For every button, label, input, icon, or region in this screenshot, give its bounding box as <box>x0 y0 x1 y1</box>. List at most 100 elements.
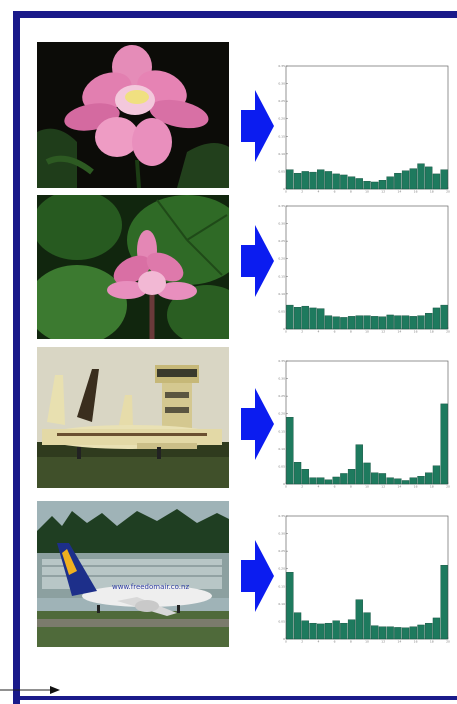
histogram-bar <box>432 307 441 330</box>
histogram-bar <box>286 572 294 640</box>
y-tick-label: 0.10 <box>278 602 285 606</box>
x-tick-label: 18 <box>430 330 434 334</box>
histogram-bar <box>417 624 425 640</box>
histogram-bar <box>401 170 410 190</box>
histogram-bar <box>371 181 379 190</box>
x-tick-label: 6 <box>334 485 336 489</box>
histogram-bar <box>425 622 433 640</box>
x-tick-label: 10 <box>365 640 369 644</box>
histogram-bar <box>386 477 394 485</box>
histogram-bar <box>363 315 371 330</box>
y-tick-label: 0.05 <box>278 169 285 173</box>
histogram-bar <box>401 627 410 640</box>
histogram-bar <box>324 171 333 190</box>
x-tick-label: 4 <box>317 190 319 194</box>
histogram-bar <box>340 473 348 485</box>
histogram-bar <box>401 480 410 485</box>
x-tick-label: 14 <box>397 485 401 489</box>
histogram-bar <box>363 612 371 640</box>
x-tick-label: 12 <box>381 485 385 489</box>
histogram-bar <box>286 304 294 330</box>
x-tick-label: 4 <box>317 640 319 644</box>
x-tick-label: 10 <box>365 485 369 489</box>
x-tick-label: 18 <box>430 640 434 644</box>
histogram-bar <box>417 476 425 485</box>
histogram-bar <box>371 625 379 640</box>
x-tick-label: 12 <box>381 190 385 194</box>
histogram-bar <box>425 472 433 485</box>
histogram-bar <box>293 172 302 190</box>
right-arrow-icon <box>241 540 274 612</box>
y-tick-label: 0.10 <box>278 152 285 156</box>
y-tick-label: 0.05 <box>278 619 285 623</box>
x-tick-label: 2 <box>301 640 303 644</box>
x-tick-label: 8 <box>350 640 352 644</box>
histogram-bar <box>355 315 363 330</box>
histogram-bar <box>324 479 333 485</box>
histogram-bar <box>386 626 394 640</box>
histogram-bar <box>378 180 387 190</box>
x-tick-label: 8 <box>350 485 352 489</box>
x-tick-label: 6 <box>334 330 336 334</box>
frame-top-border <box>13 11 457 18</box>
y-tick-label: 0.30 <box>278 377 285 381</box>
histogram-bar <box>293 462 302 485</box>
histogram-bar <box>324 622 333 640</box>
pointer-arrow-icon <box>0 680 60 694</box>
x-tick-label: 14 <box>397 330 401 334</box>
y-tick-label: 0.10 <box>278 447 285 451</box>
x-tick-label: 16 <box>414 330 418 334</box>
y-tick-label: 0 <box>283 637 285 641</box>
histogram-bar <box>332 316 340 330</box>
frame-left-border <box>13 11 20 704</box>
y-tick-label: 0.25 <box>278 549 285 553</box>
y-tick-label: 0.35 <box>278 204 285 208</box>
histogram-bar <box>309 307 317 330</box>
x-tick-label: 0 <box>285 640 287 644</box>
histogram-bar <box>355 599 363 640</box>
x-tick-label: 12 <box>381 640 385 644</box>
histogram-bar <box>394 172 402 190</box>
y-tick-label: 0.10 <box>278 292 285 296</box>
x-tick-label: 16 <box>414 485 418 489</box>
histogram-bar <box>409 168 417 190</box>
histogram-bar <box>301 469 309 485</box>
histogram-bar <box>417 315 425 330</box>
x-tick-label: 14 <box>397 640 401 644</box>
histogram-bar <box>309 477 317 485</box>
x-tick-label: 2 <box>301 330 303 334</box>
right-arrow-icon <box>241 225 274 297</box>
histogram-bar <box>301 171 309 190</box>
lotus-flower-photo <box>37 42 229 188</box>
histogram-bar <box>309 622 317 640</box>
histogram-bar <box>340 622 348 640</box>
histogram-bar <box>378 473 387 485</box>
histogram-bar <box>394 627 402 640</box>
histogram-bar <box>317 623 325 640</box>
histogram-bar <box>340 317 348 330</box>
y-tick-label: 0.05 <box>278 464 285 468</box>
livery-text: www.freedomair.co.nz <box>112 583 189 591</box>
histogram-bar <box>347 619 356 640</box>
histogram-bar <box>378 316 387 330</box>
x-tick-label: 6 <box>334 190 336 194</box>
y-tick-label: 0 <box>283 482 285 486</box>
histogram-bar <box>293 612 302 640</box>
y-tick-label: 0.25 <box>278 99 285 103</box>
x-tick-label: 18 <box>430 485 434 489</box>
x-tick-label: 12 <box>381 330 385 334</box>
y-tick-label: 0.25 <box>278 239 285 243</box>
y-tick-label: 0.15 <box>278 429 285 433</box>
airport-tower-plane-photo <box>37 347 229 488</box>
histogram-bar <box>363 181 371 190</box>
y-tick-label: 0 <box>283 327 285 331</box>
y-tick-label: 0.30 <box>278 82 285 86</box>
histogram-bar <box>394 478 402 485</box>
histogram-bar <box>425 166 433 190</box>
histogram-bar <box>347 316 356 330</box>
x-tick-label: 2 <box>301 485 303 489</box>
x-tick-label: 16 <box>414 190 418 194</box>
histogram-bar <box>332 173 340 190</box>
x-tick-label: 0 <box>285 485 287 489</box>
